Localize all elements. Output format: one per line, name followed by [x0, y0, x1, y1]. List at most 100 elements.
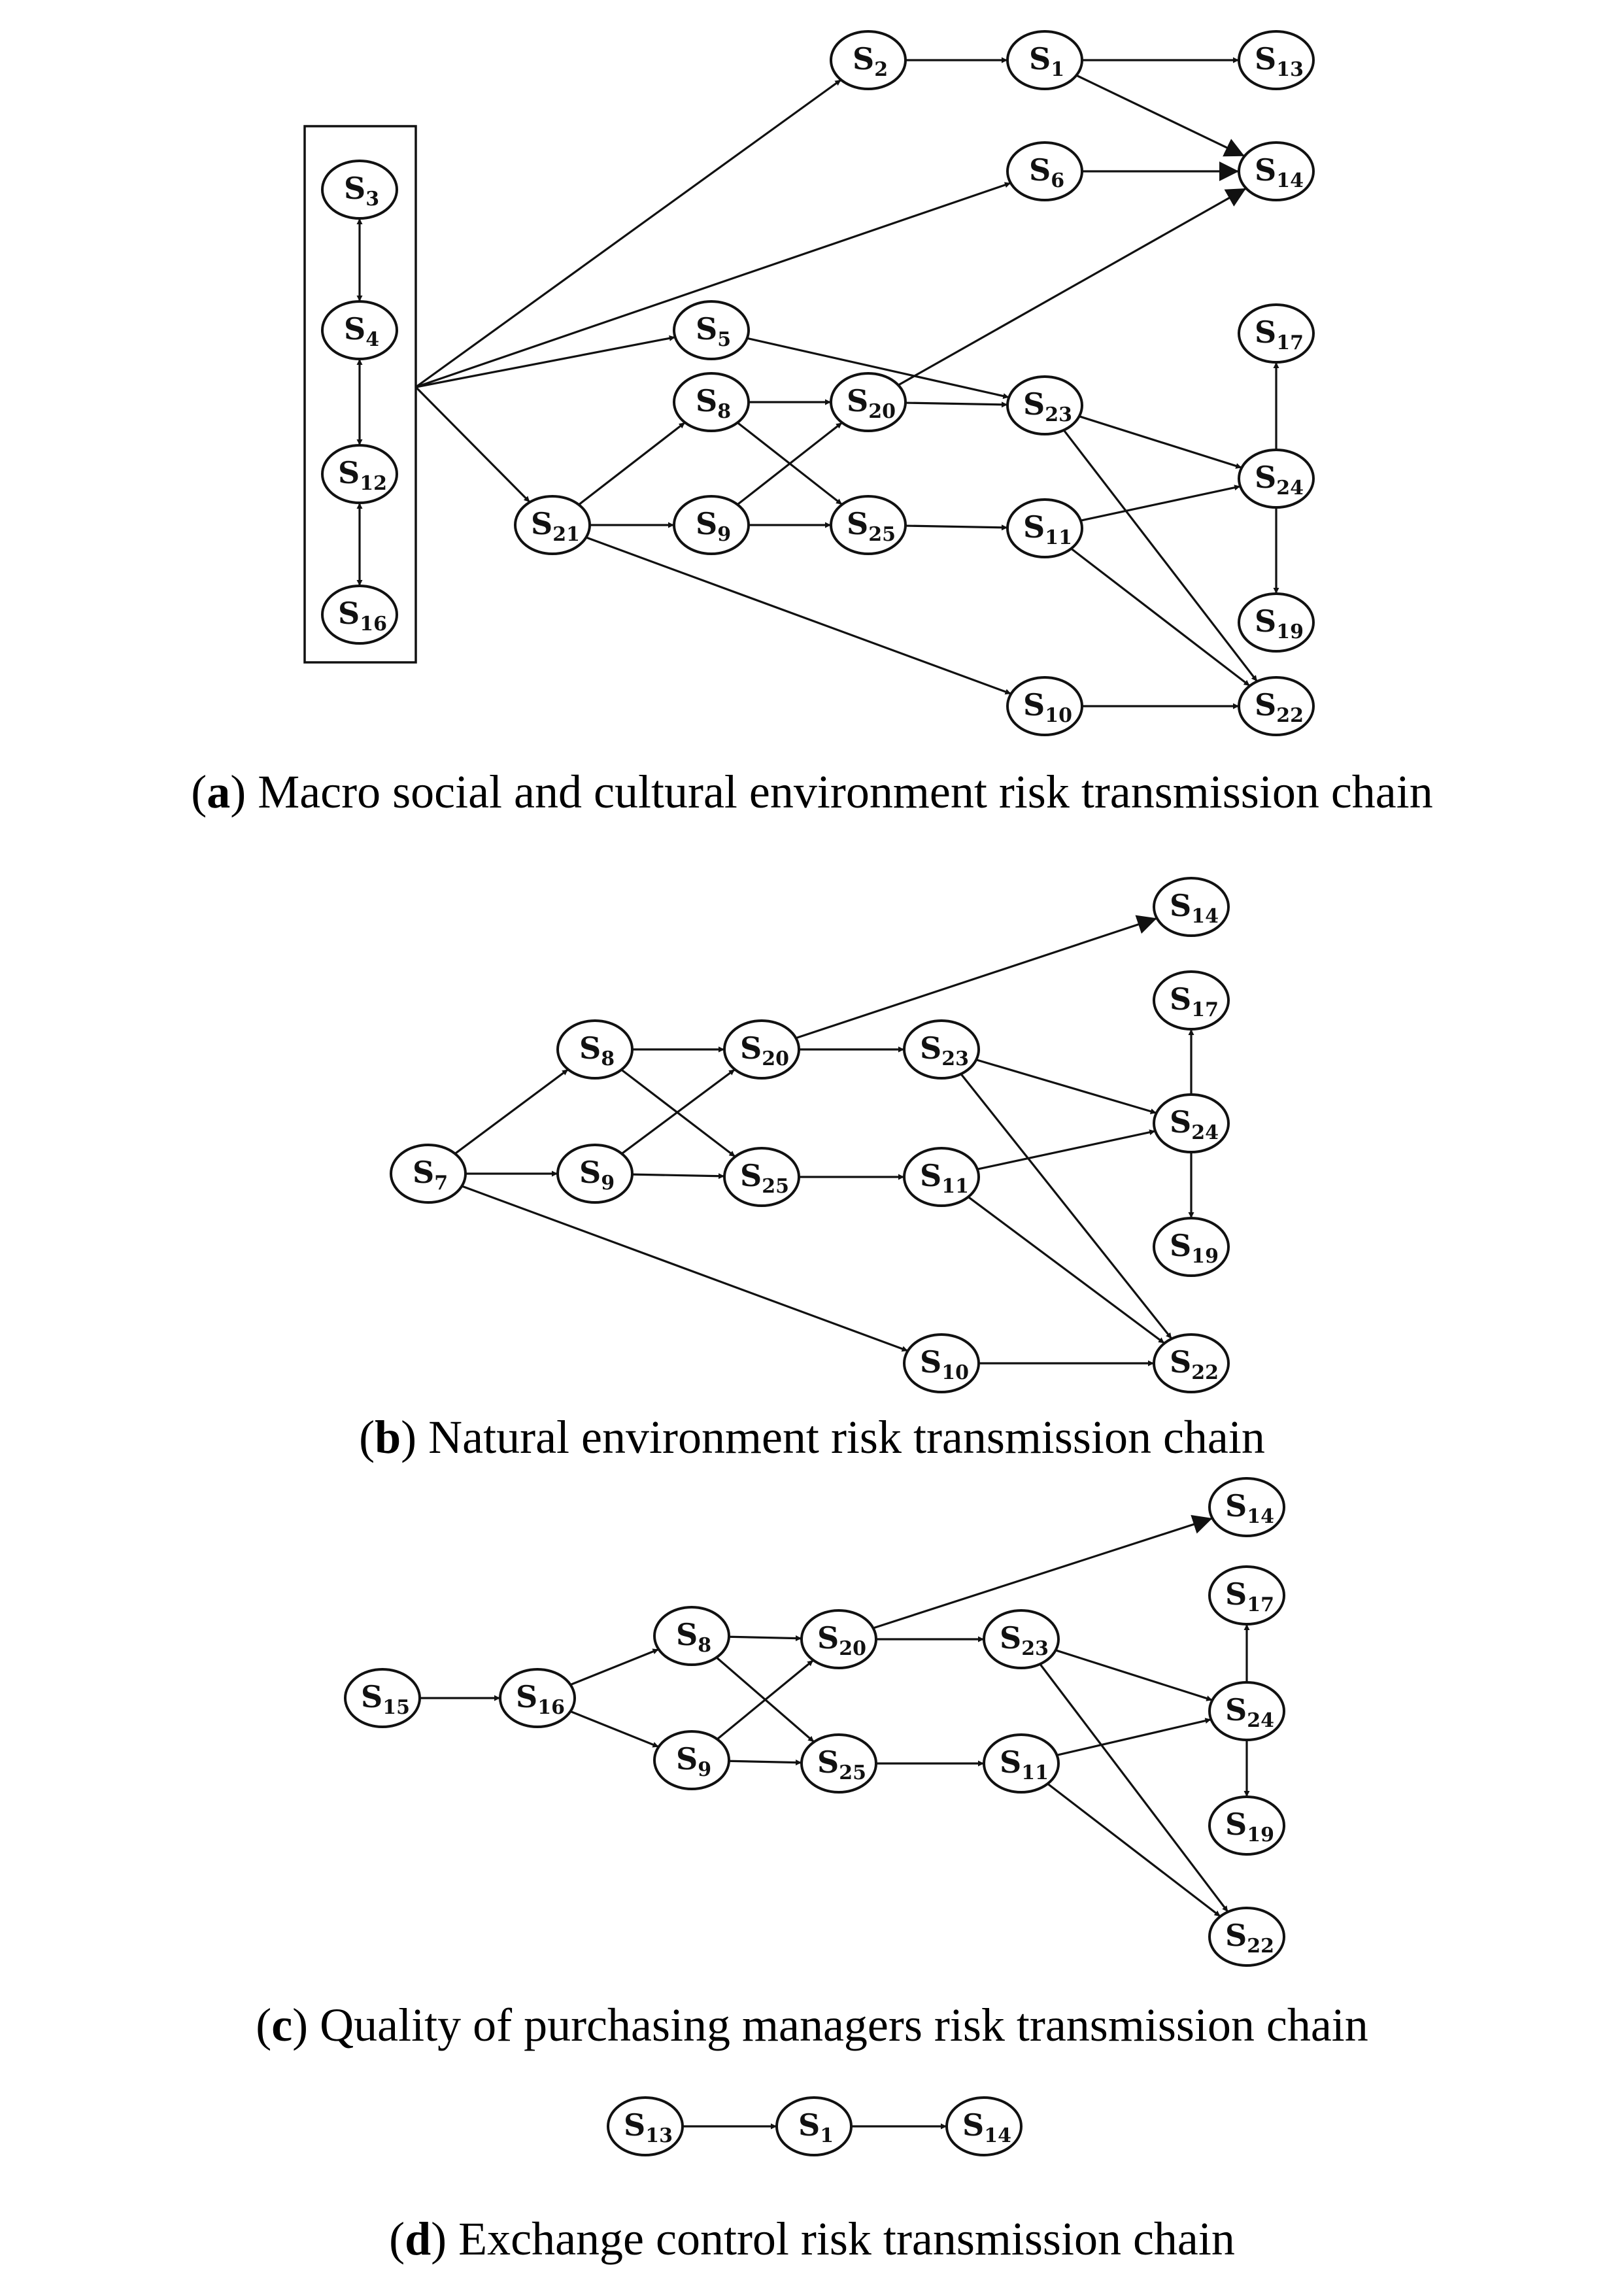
edge-c-s23-to-c-s22 — [1039, 1663, 1229, 1913]
edge-c-s20-to-c-s14 — [873, 1514, 1213, 1629]
node-shape — [1153, 1333, 1230, 1393]
node-label: S9 — [579, 1155, 615, 1195]
node-shape — [903, 1147, 980, 1207]
node-label-subscript: 10 — [941, 1361, 969, 1384]
caption-d-letter: d — [405, 2213, 431, 2265]
node-label: S23 — [920, 1030, 969, 1070]
node-a-s13: S13 — [1238, 30, 1315, 90]
node-b-s7: S7 — [390, 1144, 467, 1204]
node-label: S11 — [1000, 1744, 1049, 1784]
node-b-s8: S8 — [556, 1019, 634, 1080]
node-label-main: S — [817, 1620, 839, 1656]
node-shape — [830, 372, 907, 432]
node-shape — [1208, 1907, 1285, 1967]
edge-group-a-to-a-s5 — [415, 335, 675, 388]
node-label-main: S — [1023, 509, 1045, 545]
node-label-subscript: 8 — [717, 400, 731, 423]
node-c-s23: S23 — [983, 1609, 1060, 1669]
node-shape — [1238, 676, 1315, 736]
node-label-main: S — [847, 506, 868, 541]
node-label-subscript: 3 — [365, 188, 379, 211]
node-label: S9 — [696, 506, 731, 546]
edge-a-s21-to-a-s8 — [578, 421, 686, 506]
node-label-main: S — [1225, 1692, 1247, 1727]
node-c-s25: S25 — [800, 1733, 877, 1794]
node-label-main: S — [1023, 386, 1045, 422]
node-label-main: S — [817, 1744, 839, 1780]
edges-a — [356, 57, 1279, 709]
node-shape — [800, 1733, 877, 1794]
node-label: S14 — [1225, 1488, 1274, 1528]
node-shape — [1208, 1795, 1285, 1856]
node-a-s21: S21 — [514, 495, 591, 555]
node-label-main: S — [579, 1155, 601, 1190]
node-label-subscript: 19 — [1191, 1245, 1219, 1268]
node-label: S22 — [1225, 1918, 1274, 1958]
edge-c-s23-to-c-s24 — [1055, 1649, 1213, 1701]
node-label-subscript: 17 — [1247, 1593, 1274, 1616]
node-shape — [390, 1144, 467, 1204]
node-c-s11: S11 — [983, 1733, 1060, 1794]
node-label-main: S — [516, 1679, 537, 1714]
node-label-main: S — [740, 1158, 762, 1193]
node-label-main: S — [1170, 981, 1191, 1017]
node-label-subscript: 14 — [1191, 905, 1219, 928]
node-a-s4: S4 — [321, 300, 398, 360]
node-label-subscript: 23 — [941, 1047, 969, 1070]
node-b-s20: S20 — [723, 1019, 800, 1080]
caption-b-text: Natural environment risk transmission ch… — [428, 1411, 1265, 1463]
node-label: S21 — [531, 506, 580, 546]
node-label-main: S — [338, 596, 360, 631]
node-label: S20 — [847, 383, 896, 423]
node-label-main: S — [1000, 1620, 1021, 1656]
node-a-s23: S23 — [1006, 375, 1083, 435]
node-shape — [1153, 970, 1230, 1030]
node-d-s14: S14 — [945, 2096, 1023, 2156]
edge-group-a-to-a-s6 — [415, 182, 1011, 388]
node-label-subscript: 11 — [941, 1175, 969, 1198]
node-shape — [499, 1668, 576, 1728]
node-label: S5 — [696, 311, 731, 351]
node-b-s22: S22 — [1153, 1333, 1230, 1393]
node-a-s19: S19 — [1238, 592, 1315, 653]
node-shape — [514, 495, 591, 555]
node-b-s9: S9 — [556, 1144, 634, 1204]
node-shape — [1208, 1681, 1285, 1741]
edge-group-a-to-a-s21 — [414, 386, 531, 503]
edge-b-s8-to-b-s25 — [620, 1068, 736, 1158]
node-a-s20: S20 — [830, 372, 907, 432]
edge-c-s16-to-c-s8 — [569, 1648, 660, 1686]
node-a-s16: S16 — [321, 585, 398, 645]
node-label: S8 — [676, 1617, 711, 1657]
node-label: S20 — [817, 1620, 866, 1660]
node-label-main: S — [740, 1030, 762, 1066]
node-label-main: S — [676, 1617, 698, 1652]
edge-group-a-to-a-s2 — [415, 78, 842, 388]
node-shape — [344, 1668, 421, 1728]
node-shape — [1238, 303, 1315, 364]
node-label-subscript: 11 — [1045, 526, 1072, 549]
node-label: S22 — [1170, 1344, 1219, 1384]
node-label-subscript: 16 — [360, 613, 387, 636]
caption-a-text: Macro social and cultural environment ri… — [258, 766, 1433, 818]
node-a-s8: S8 — [673, 372, 750, 432]
node-label-main: S — [1255, 604, 1276, 639]
node-shape — [1238, 449, 1315, 509]
node-label: S8 — [696, 383, 731, 423]
node-d-s1: S1 — [775, 2096, 853, 2156]
node-label: S20 — [740, 1030, 789, 1070]
node-label-subscript: 24 — [1191, 1121, 1219, 1144]
node-b-s19: S19 — [1153, 1217, 1230, 1277]
node-a-s5: S5 — [673, 300, 750, 360]
node-c-s19: S19 — [1208, 1795, 1285, 1856]
node-label: S24 — [1255, 460, 1304, 500]
edge-b-s23-to-b-s22 — [960, 1073, 1173, 1340]
node-shape — [1153, 877, 1230, 937]
node-label-main: S — [624, 2107, 645, 2143]
